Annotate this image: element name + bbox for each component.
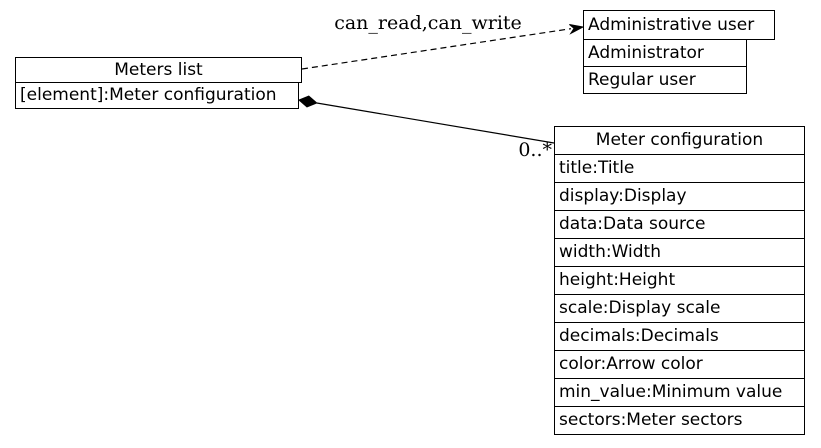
node-meter-configuration-title: Meter configuration — [554, 126, 805, 155]
node-meters-list-title: Meters list — [15, 57, 302, 83]
edge-label-can-read-write: can_read,can_write — [334, 12, 522, 34]
can-read-write-edge — [301, 28, 572, 70]
node-administrative-user: Administrative user Administrator Regula… — [583, 10, 775, 94]
node-meters-list: Meters list [element]:Meter configuratio… — [15, 57, 302, 109]
node-meters-list-field: [element]:Meter configuration — [15, 82, 299, 109]
meter-config-field: decimals:Decimals — [554, 322, 805, 351]
composition-diamond-icon — [298, 95, 318, 108]
meter-config-field: scale:Display scale — [554, 294, 805, 323]
meter-config-field: display:Display — [554, 182, 805, 211]
meter-config-field: width:Width — [554, 238, 805, 267]
node-meter-configuration: Meter configuration title:Title display:… — [554, 126, 805, 435]
node-administrative-user-title: Administrative user — [583, 10, 775, 40]
meter-config-field: color:Arrow color — [554, 350, 805, 379]
meter-config-field: min_value:Minimum value — [554, 378, 805, 407]
meter-config-field: sectors:Meter sectors — [554, 406, 805, 435]
meter-config-field: data:Data source — [554, 210, 805, 239]
meter-config-field: height:Height — [554, 266, 805, 295]
arrowhead-icon — [569, 24, 585, 35]
edge-label-multiplicity: 0..* — [518, 139, 552, 161]
node-administrative-user-field: Administrator — [583, 39, 747, 67]
meter-config-field: title:Title — [554, 154, 805, 183]
node-administrative-user-field: Regular user — [583, 66, 747, 94]
composition-edge — [316, 102, 555, 144]
